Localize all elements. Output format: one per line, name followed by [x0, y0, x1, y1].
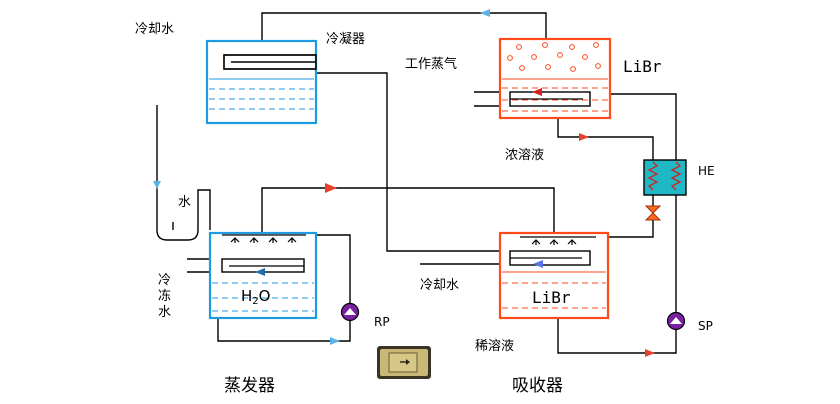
label-libr-absorber: LiBr [532, 288, 571, 307]
arrow-rp-return-icon [330, 337, 340, 345]
label-working-vapor: 工作蒸气 [405, 56, 457, 72]
label-evaporator: 蒸发器 [224, 376, 275, 396]
label-sp: SP [698, 319, 713, 333]
arrow-condensate-down-icon [153, 181, 161, 189]
throttle-valve-icon [644, 205, 662, 221]
label-cooling-water-top: 冷却水 [135, 22, 174, 37]
arrow-steam-in-icon [532, 88, 542, 96]
label-chilled-water-3: 水 [158, 305, 171, 320]
label-rp: RP [374, 315, 390, 329]
pipe-rp-loop [316, 234, 351, 303]
pipe-he-to-generator [610, 93, 677, 160]
generator [498, 37, 612, 120]
evaporator-vessel [208, 231, 318, 320]
label-h2o: H2O [241, 287, 270, 307]
label-cooling-water-absorber: 冷却水 [420, 278, 459, 293]
absorber-vessel [498, 231, 610, 320]
label-condenser: 冷凝器 [326, 31, 365, 47]
he-coil-right [670, 161, 682, 191]
label-libr-generator: LiBr [623, 57, 662, 76]
pipe-he-to-absorber [608, 195, 654, 238]
pipe-u-tube [156, 189, 211, 241]
generator-bubbles [507, 42, 601, 72]
condenser [205, 39, 318, 125]
pipe-strong-solution [557, 118, 654, 160]
condenser-vessel [205, 39, 318, 125]
heat-exchanger [643, 159, 687, 196]
pipe-rp-return [217, 306, 351, 342]
absorber-sprays [520, 236, 596, 245]
pipe-cooling-water [316, 72, 500, 252]
play-button-icon[interactable] [377, 346, 431, 379]
evaporator-sprays [222, 234, 306, 243]
he-coil-left [647, 161, 659, 191]
piping [156, 12, 677, 354]
evaporator [208, 231, 318, 320]
label-chilled-water-2: 冻 [158, 288, 171, 304]
arrow-chilled-water-icon [255, 268, 265, 276]
pipe-vapor-return [261, 12, 547, 41]
arrow-vapor-return-icon [480, 9, 490, 17]
arrow-vapor-to-absorber-icon [325, 183, 337, 193]
label-water: 水 [178, 195, 191, 210]
label-chilled-water-1: 冷 [158, 273, 171, 288]
pipe-evaporator-vapor [261, 187, 555, 233]
label-absorber: 吸收器 [512, 376, 563, 396]
pipe-weak-solution [557, 318, 677, 354]
absorber [498, 231, 610, 320]
flow-arrows [153, 9, 655, 357]
condenser-coil-box [223, 54, 317, 70]
rp-pump-icon [340, 302, 360, 322]
label-he: HE [698, 164, 715, 178]
label-weak-solution: 稀溶液 [475, 339, 514, 354]
sp-pump-icon [666, 311, 686, 331]
label-strong-solution: 浓溶液 [505, 148, 544, 163]
arrow-weak-solution-icon [645, 349, 655, 357]
arrow-strong-solution-icon [579, 133, 589, 141]
arrow-absorber-cool-icon [533, 260, 543, 268]
